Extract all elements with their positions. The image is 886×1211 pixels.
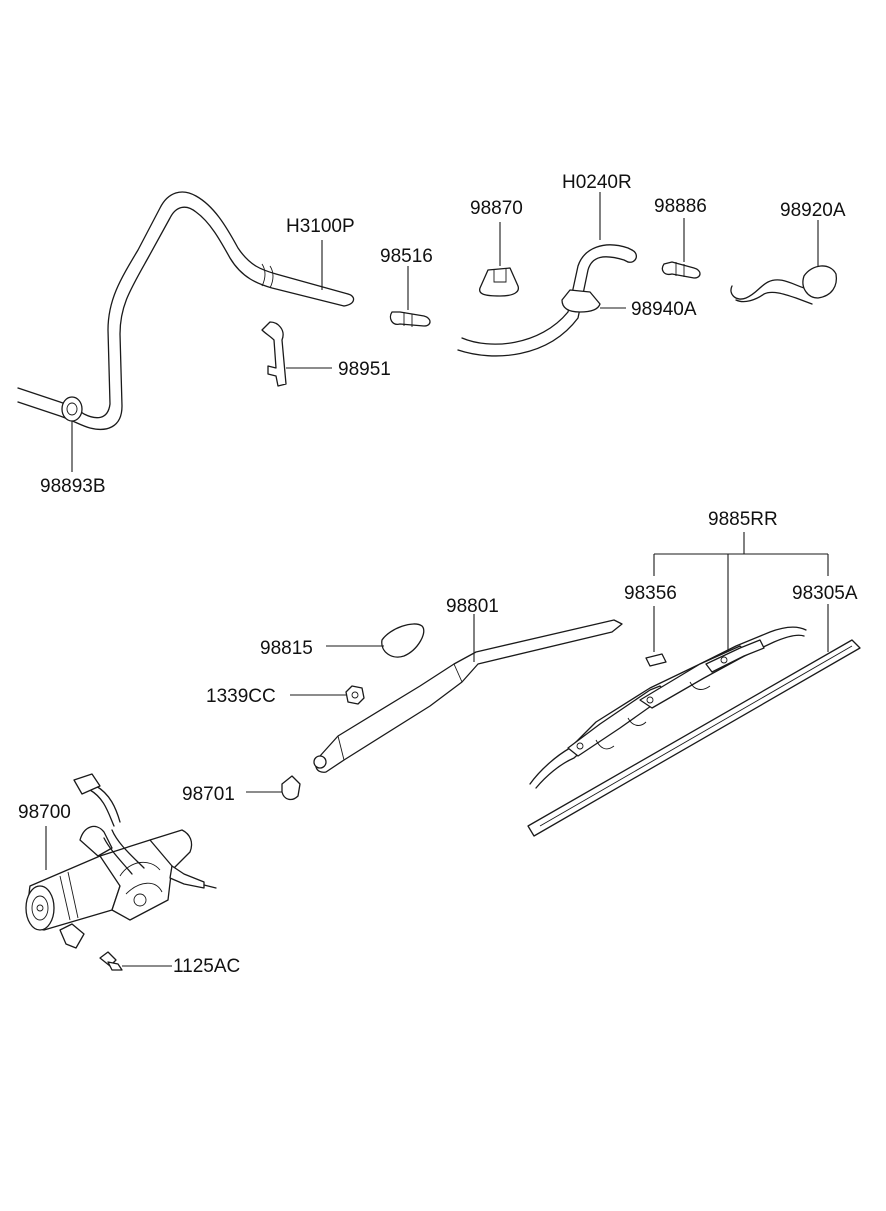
pivot-cap-98701: 98701 <box>182 775 301 805</box>
washer-hose-h3100p <box>17 191 355 430</box>
label-1125ac: 1125AC <box>173 956 240 977</box>
label-98305a: 98305A <box>792 583 858 604</box>
label-h0240r: H0240R <box>562 172 632 193</box>
label-98951: 98951 <box>338 359 391 380</box>
hose-connector-98516: 98516 <box>380 246 433 327</box>
label-98886: 98886 <box>654 196 707 217</box>
label-9885rr: 9885RR <box>708 509 778 530</box>
hose-clip-98893b: 98893B <box>40 396 106 497</box>
label-98815: 98815 <box>260 638 313 659</box>
washer-hose-h0240r: H0240R <box>457 172 638 357</box>
wiper-blade-frame <box>529 626 807 789</box>
label-h3100p: H3100P <box>286 216 355 237</box>
wiper-refill-clip-98356: 98356 <box>624 583 677 667</box>
callout-h3100p: H3100P <box>286 216 355 290</box>
label-98920a: 98920A <box>780 200 846 221</box>
label-98516: 98516 <box>380 246 433 267</box>
label-98356: 98356 <box>624 583 677 604</box>
nut-1339cc: 1339CC <box>206 685 365 707</box>
washer-nozzle-98920a: 98920A <box>730 200 846 305</box>
wiper-arm-98801: 98801 <box>313 596 623 773</box>
bolt-1125ac: 1125AC <box>99 951 240 977</box>
label-98940a: 98940A <box>631 299 697 320</box>
hose-connector-98886: 98886 <box>654 196 707 279</box>
hose-bracket-98951: 98951 <box>261 321 391 387</box>
grommet-98940a: 98940A <box>561 289 697 320</box>
label-98801: 98801 <box>446 596 499 617</box>
wiper-arm-cap-98815: 98815 <box>260 623 425 659</box>
grommet-98870: 98870 <box>470 198 523 297</box>
label-98870: 98870 <box>470 198 523 219</box>
callout-9885rr: 9885RR <box>653 509 829 650</box>
label-98701: 98701 <box>182 784 235 805</box>
wiper-refill-98305a: 98305A <box>527 583 861 837</box>
label-1339cc: 1339CC <box>206 686 276 707</box>
wiper-motor-98700: 98700 <box>18 773 217 949</box>
label-98700: 98700 <box>18 802 71 823</box>
label-98893b: 98893B <box>40 476 106 497</box>
